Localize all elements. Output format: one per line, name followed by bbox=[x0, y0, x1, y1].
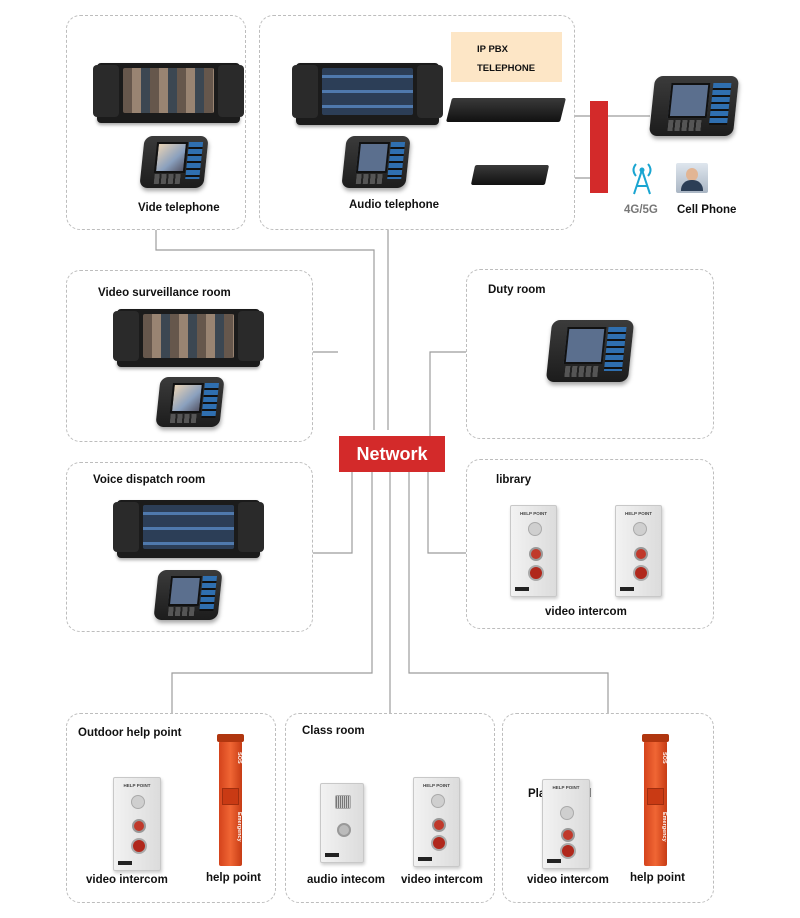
surveillance-console bbox=[113, 309, 264, 367]
wire-video-phone bbox=[155, 230, 375, 430]
wire-library bbox=[427, 470, 466, 554]
label-outdoor-help-point: Outdoor help point bbox=[78, 727, 182, 739]
label-video-surveillance-room: Video surveillance room bbox=[98, 287, 231, 299]
label-ip-pbx: IP PBX TELEPHONE bbox=[451, 32, 562, 82]
label-class-room: Class room bbox=[302, 725, 365, 737]
label-ip-pbx-line2: TELEPHONE bbox=[477, 63, 536, 74]
class-audio-intercom bbox=[320, 783, 364, 863]
wire-duty bbox=[429, 351, 466, 440]
label-video-telephone: Vide telephone bbox=[138, 202, 220, 214]
gateway-desk-phone bbox=[648, 76, 740, 136]
wire-dispatch bbox=[313, 470, 353, 554]
network-label: Network bbox=[356, 444, 428, 464]
pillar-sos-text: SOS bbox=[236, 752, 242, 764]
library-video-intercom-2: HELP POINT bbox=[615, 505, 662, 597]
label-playground-help-point: help point bbox=[630, 872, 685, 884]
label-cell-phone: Cell Phone bbox=[677, 204, 737, 216]
label-audio-telephone: Audio telephone bbox=[349, 199, 440, 211]
video-desk-phone bbox=[139, 136, 209, 188]
video-console bbox=[93, 63, 244, 123]
cell-tower-icon bbox=[632, 163, 652, 195]
label-library-video-intercom: video intercom bbox=[545, 606, 627, 618]
audio-desk-phone bbox=[341, 136, 411, 188]
label-class-video-intercom: video intercom bbox=[401, 874, 483, 886]
intercom-title: HELP POINT bbox=[520, 511, 547, 516]
label-duty-room: Duty room bbox=[488, 284, 546, 296]
label-outdoor-help-point-device: help point bbox=[206, 872, 261, 884]
label-ip-pbx-line1: IP PBX bbox=[477, 44, 508, 55]
pillar-emergency-text: Emergency bbox=[236, 812, 242, 842]
intercom-title: HELP POINT bbox=[423, 783, 450, 788]
intercom-title: HELP POINT bbox=[552, 785, 580, 790]
label-voice-dispatch-room: Voice dispatch room bbox=[93, 474, 206, 486]
label-class-audio-intercom: audio intecom bbox=[307, 874, 385, 886]
dispatch-console bbox=[113, 500, 264, 558]
label-library: library bbox=[496, 474, 532, 486]
network-hub: Network bbox=[339, 436, 445, 472]
label-4g-5g: 4G/5G bbox=[624, 204, 658, 216]
library-video-intercom-1: HELP POINT bbox=[510, 505, 557, 597]
group-playground bbox=[502, 713, 714, 903]
class-video-intercom: HELP POINT bbox=[413, 777, 460, 867]
network-switch bbox=[470, 165, 550, 185]
wire-playground bbox=[408, 470, 609, 713]
gateway-bar bbox=[590, 101, 608, 193]
intercom-title: HELP POINT bbox=[625, 511, 652, 516]
cell-phone-user-icon bbox=[676, 163, 708, 193]
wire-outdoor bbox=[171, 470, 373, 713]
group-library bbox=[466, 459, 714, 629]
playground-help-point-pillar: SOS Emergency bbox=[642, 734, 669, 866]
playground-video-intercom: HELP POINT bbox=[542, 779, 590, 869]
intercom-title: HELP POINT bbox=[123, 783, 151, 788]
label-outdoor-video-intercom: video intercom bbox=[86, 874, 168, 886]
label-playground-video-intercom: video intercom bbox=[527, 874, 609, 886]
pillar-emergency-text: Emergency bbox=[661, 812, 667, 842]
surveillance-desk-phone bbox=[155, 377, 225, 427]
ip-pbx-server bbox=[446, 98, 566, 122]
duty-desk-phone bbox=[545, 320, 635, 382]
pillar-sos-text: SOS bbox=[661, 752, 667, 764]
audio-console bbox=[292, 63, 443, 125]
dispatch-desk-phone bbox=[153, 570, 223, 620]
outdoor-help-point-pillar: SOS Emergency bbox=[217, 734, 244, 866]
outdoor-video-intercom: HELP POINT bbox=[113, 777, 161, 871]
